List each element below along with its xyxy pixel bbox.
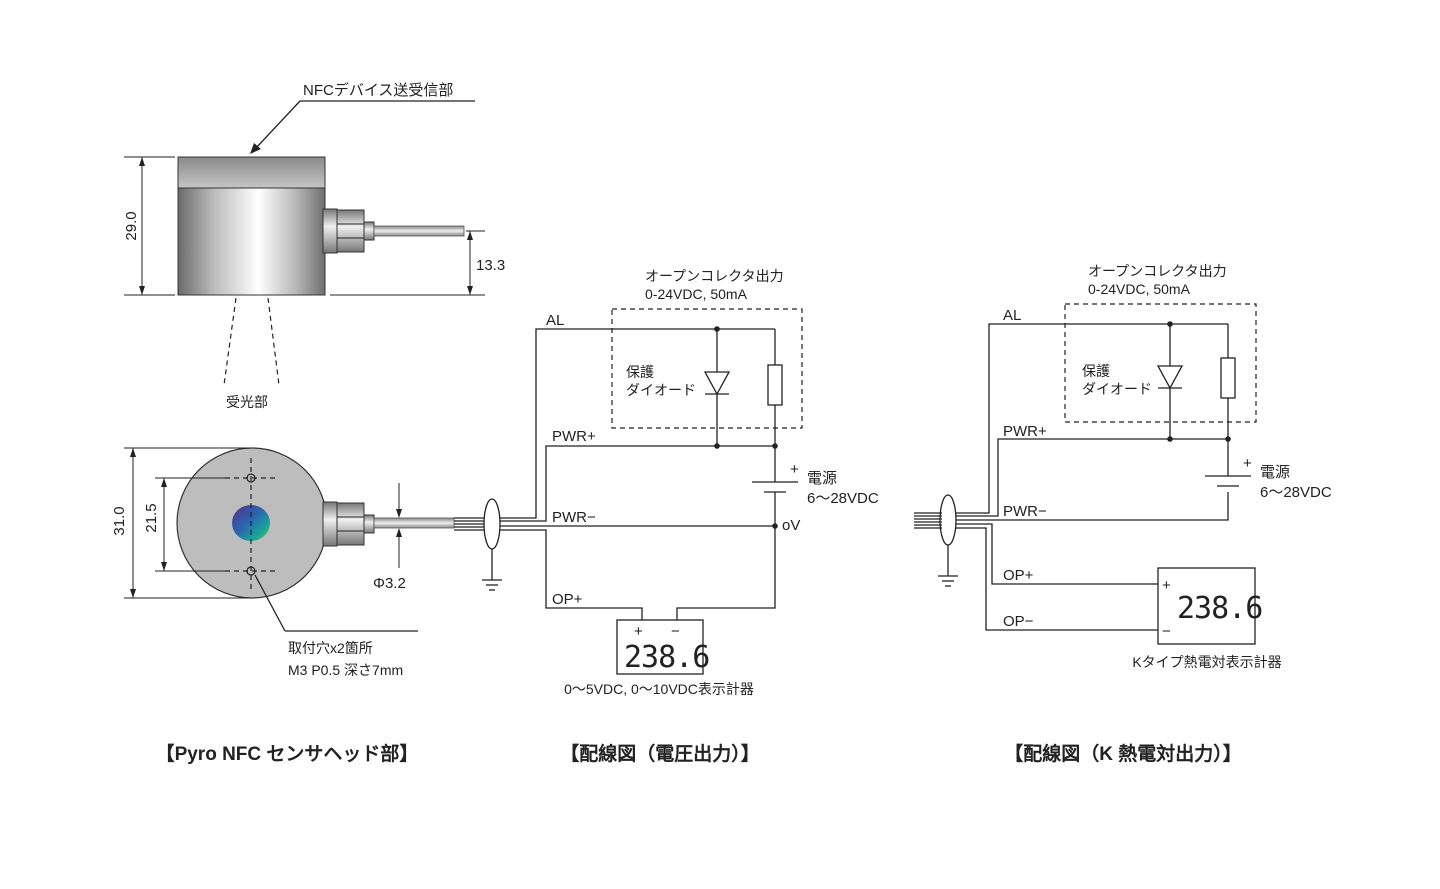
oc-spec: 0-24VDC, 50mA: [645, 286, 748, 302]
mount-hole-bottom: [246, 566, 256, 576]
pwr-plus-wire: [500, 445, 775, 522]
sensor-side-view: NFCデバイス送受信部 29.0 13.3 受光部: [123, 81, 505, 410]
nfc-leader-line-diag: [255, 100, 301, 149]
op-plus-wire: [500, 529, 643, 622]
pwr-plus-label: PWR+: [552, 428, 596, 445]
pwr-minus-wire-k: [956, 492, 1229, 521]
psu-plus-k: +: [1243, 455, 1252, 472]
diode-label-2: ダイオード: [626, 382, 696, 398]
diode-label-2-k: ダイオード: [1082, 381, 1152, 397]
psu-label: 電源: [807, 470, 837, 487]
oc-spec-k: 0-24VDC, 50mA: [1088, 281, 1191, 297]
cable-height-dim: 13.3: [476, 257, 505, 274]
k-meter-label: Kタイプ熱電対表示計器: [1132, 654, 1281, 670]
meter-value: 238.6: [624, 640, 709, 675]
outer-diameter-dim: 31.0: [111, 506, 128, 535]
op-minus-label-k: OP−: [1003, 613, 1034, 630]
pwr-minus-label-k: PWR−: [1003, 503, 1047, 520]
pullup-resistor-k: [1220, 357, 1236, 399]
protection-diode-k: [1156, 365, 1184, 390]
cable-side: [373, 225, 465, 237]
open-collector-box: [611, 308, 803, 429]
psu-range: 6〜28VDC: [807, 490, 879, 507]
mount-hole-label-1: 取付穴x2箇所: [288, 640, 373, 656]
sensor-head-caption: 【Pyro NFC センサヘッド部】: [156, 742, 419, 765]
gland-nut-front: [336, 502, 365, 546]
sensor-front-view: 31.0 21.5 Φ3.2 取付穴x2箇所 M3 P0.5 深さ7mm 【Py…: [111, 447, 455, 765]
nfc-arrow-head: [250, 143, 261, 154]
mount-hole-top: [246, 473, 256, 483]
diode-label-1-k: 保護: [1082, 363, 1110, 379]
al-label: AL: [546, 312, 564, 329]
oc-title: オープンコレクタ出力: [645, 268, 784, 284]
cable-front: [373, 517, 455, 529]
gland-nut: [336, 209, 365, 253]
protection-diode: [703, 371, 731, 396]
light-cone-right: [267, 297, 280, 386]
shield-ring-k: [939, 494, 957, 546]
pwr-plus-wire-k: [956, 438, 1228, 517]
meter-label: 0〜5VDC, 0〜10VDC表示計器: [564, 681, 754, 697]
sensor-top-cap: [177, 156, 326, 194]
gland-base: [322, 208, 338, 254]
al-wire-k: [956, 323, 1228, 514]
al-wire: [500, 328, 775, 519]
wiring-k: AL PWR+ PWR− OP+ OP− オープンコレクタ出力 0-24VDC,…: [914, 263, 1332, 765]
pullup-resistor: [767, 364, 783, 406]
zero-volt-label: oV: [782, 517, 800, 534]
psu-label-k: 電源: [1260, 464, 1290, 481]
al-label-k: AL: [1003, 307, 1021, 324]
voltage-caption: 【配線図（電圧出力）】: [560, 742, 760, 765]
psu-range-k: 6〜28VDC: [1260, 484, 1332, 501]
pwr-plus-label-k: PWR+: [1003, 423, 1047, 440]
meter-minus: −: [671, 623, 680, 640]
mount-hole-label-2: M3 P0.5 深さ7mm: [288, 662, 403, 678]
meter-plus: +: [634, 623, 643, 640]
k-meter: [1157, 567, 1256, 645]
op-plus-wire-k: [956, 523, 1158, 585]
hole-pitch-dim: 21.5: [143, 503, 160, 532]
shield-ring: [483, 498, 501, 550]
nfc-label: NFCデバイス送受信部: [303, 81, 453, 99]
oc-title-k: オープンコレクタ出力: [1088, 263, 1227, 279]
cable-diameter-dim: Φ3.2: [373, 575, 406, 592]
light-cone-left: [223, 297, 237, 386]
open-collector-box-k: [1064, 303, 1257, 423]
k-meter-plus: +: [1162, 577, 1171, 594]
diode-label-1: 保護: [626, 364, 654, 380]
op-plus-label-k: OP+: [1003, 567, 1034, 584]
k-caption: 【配線図（K 熱電対出力）】: [1004, 742, 1242, 765]
k-meter-value: 238.6: [1177, 591, 1262, 626]
return-wire: [676, 526, 776, 622]
sensor-body: [177, 187, 326, 296]
height-dim: 29.0: [123, 211, 140, 240]
op-plus-label: OP+: [552, 591, 583, 608]
pwr-minus-label: PWR−: [552, 509, 596, 526]
op-minus-wire-k: [956, 527, 1158, 631]
wiring-voltage: AL PWR+ PWR− OP+ オープンコレクタ出力 0-24VDC, 50m…: [454, 268, 879, 765]
k-meter-minus: −: [1162, 623, 1171, 640]
psu-plus: +: [790, 461, 799, 478]
voltage-meter: [616, 619, 704, 675]
light-receiver-label: 受光部: [226, 394, 268, 410]
